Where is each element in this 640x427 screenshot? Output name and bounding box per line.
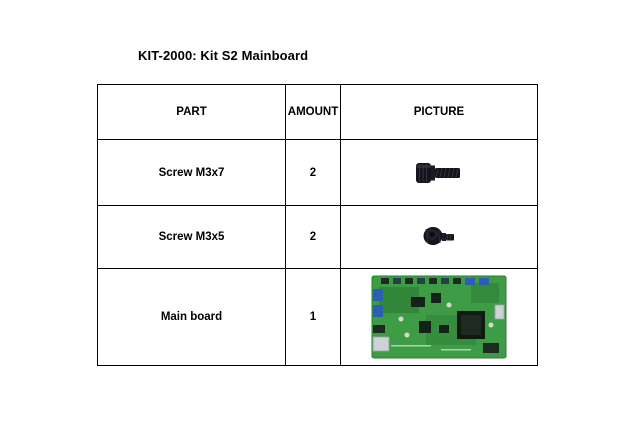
part-cell: Screw M3x5	[97, 205, 286, 269]
part-cell: Screw M3x7	[97, 139, 286, 206]
screw-m3x7-image	[341, 160, 537, 186]
table-row: Main board 1	[97, 268, 538, 366]
header-picture: PICTURE	[340, 84, 538, 140]
amount-cell: 2	[285, 205, 341, 269]
table-header-row: PART AMOUNT PICTURE	[97, 84, 538, 140]
header-part: PART	[97, 84, 286, 140]
amount-cell: 1	[285, 268, 341, 366]
table-row: Screw M3x7 2	[97, 139, 538, 206]
screw-m3x5-icon	[423, 227, 454, 245]
amount-cell: 2	[285, 139, 341, 206]
part-cell: Main board	[97, 268, 286, 366]
screw-m3x5-image	[341, 224, 537, 250]
header-amount: AMOUNT	[285, 84, 341, 140]
table-row: Screw M3x5 2	[97, 205, 538, 269]
mainboard-image	[341, 275, 537, 359]
page-title: KIT-2000: Kit S2 Mainboard	[138, 48, 309, 63]
mainboard-icon	[371, 275, 507, 359]
picture-cell	[340, 268, 538, 366]
parts-table: PART AMOUNT PICTURE Screw M3x7 2	[97, 84, 538, 366]
screw-m3x7-icon	[416, 162, 460, 183]
picture-cell	[340, 139, 538, 206]
picture-cell	[340, 205, 538, 269]
